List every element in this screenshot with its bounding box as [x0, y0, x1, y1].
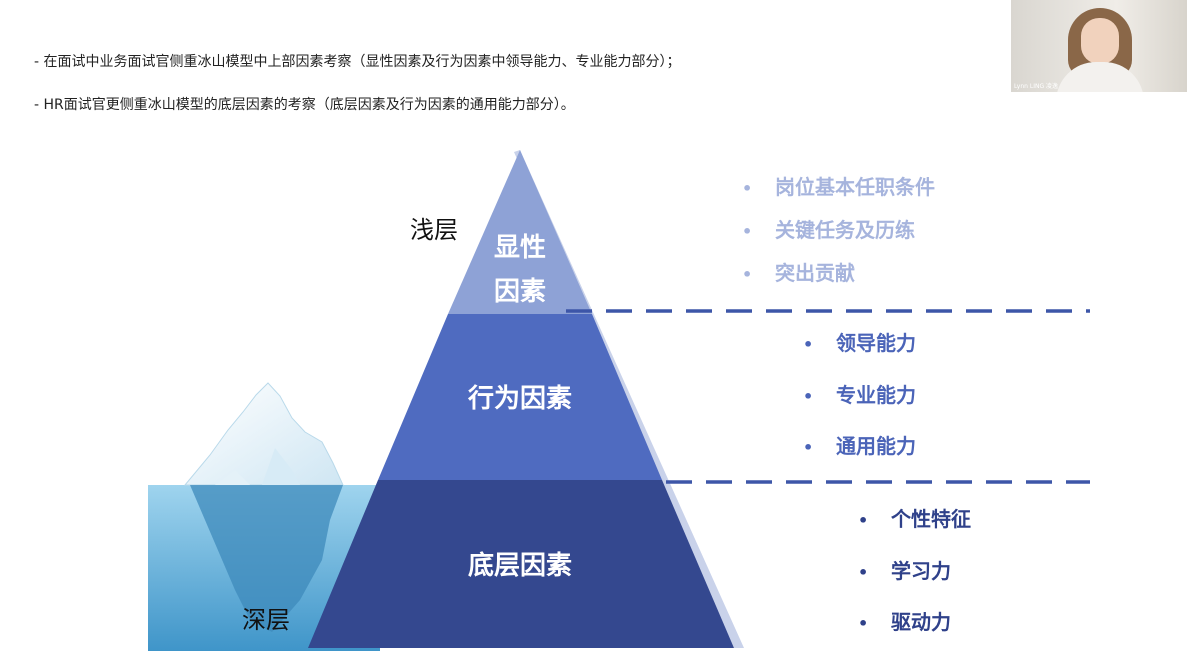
middle-bullet-3: • — [803, 438, 813, 457]
top-point-3: 突出贡献 — [775, 261, 855, 285]
top-point-1: 岗位基本任职条件 — [775, 175, 935, 199]
top-bullet-2: • — [742, 222, 752, 241]
bottom-bullet-2: • — [858, 563, 868, 582]
bottom-point-2: 学习力 — [891, 559, 951, 583]
middle-point-2: 专业能力 — [836, 383, 916, 407]
iceberg-tip — [183, 382, 344, 486]
top-point-2: 关键任务及历练 — [775, 218, 915, 242]
bottom-bullet-1: • — [858, 511, 868, 530]
participant-face — [1081, 18, 1119, 64]
note-business-interviewer: - 在面试中业务面试官侧重冰山模型中上部因素考察（显性因素及行为因素中领导能力、… — [34, 54, 681, 70]
middle-point-1: 领导能力 — [836, 331, 916, 355]
participant-name: Lynn LING 凌逸 — [1014, 83, 1059, 90]
top-bullet-3: • — [742, 265, 752, 284]
top-bullet-1: • — [742, 179, 752, 198]
pyramid-middle-layer — [378, 314, 662, 480]
bottom-layer-label: 底层因素 — [468, 550, 572, 581]
webcam-tile[interactable]: Lynn LING 凌逸 — [1011, 0, 1187, 92]
top-layer-label-line2: 因素 — [494, 277, 546, 307]
pyramid-top-layer — [448, 150, 592, 314]
bottom-point-3: 驱动力 — [891, 610, 951, 634]
middle-bullet-1: • — [803, 335, 813, 354]
iceberg-underwater — [190, 485, 343, 632]
note-hr-interviewer: - HR面试官更侧重冰山模型的底层因素的考察（底层因素及行为因素的通用能力部分）… — [34, 97, 575, 113]
top-layer-label-line1: 显性 — [494, 233, 546, 263]
bottom-point-1: 个性特征 — [890, 507, 971, 531]
bottom-bullet-3: • — [858, 614, 868, 633]
middle-layer-label: 行为因素 — [467, 383, 572, 414]
pyramid-bottom-layer — [308, 480, 734, 648]
deep-label: 深层 — [242, 606, 290, 634]
middle-point-3: 通用能力 — [836, 434, 916, 458]
middle-bullet-2: • — [803, 387, 813, 406]
shallow-label: 浅层 — [410, 216, 458, 244]
